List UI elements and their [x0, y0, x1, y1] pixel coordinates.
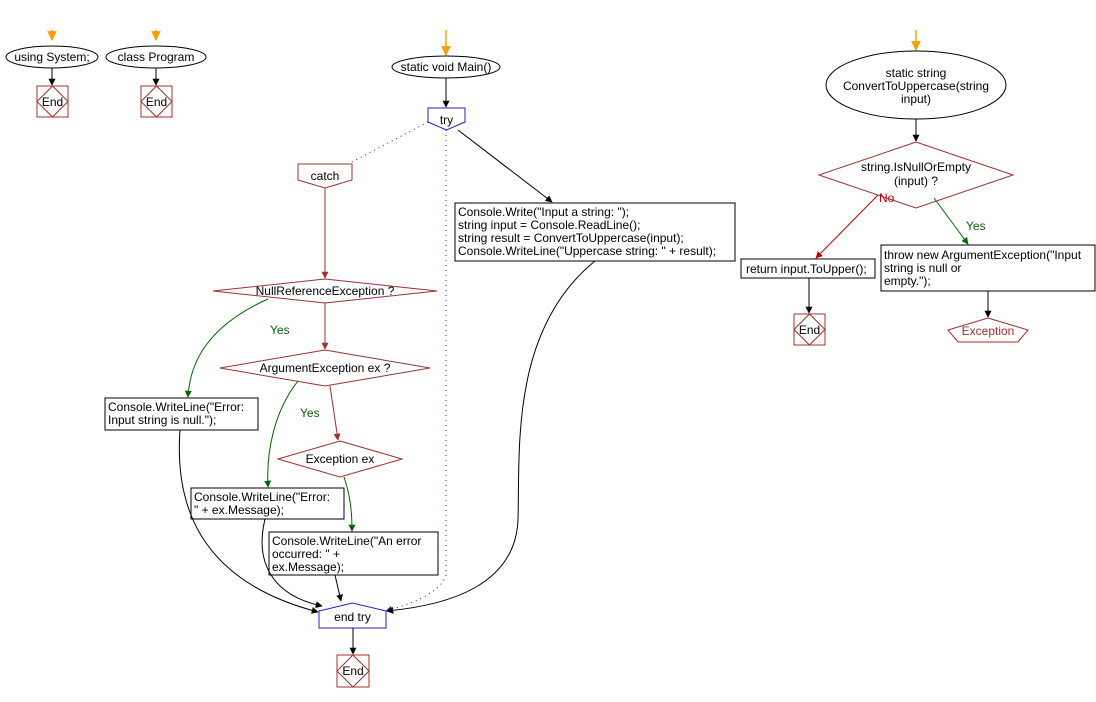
convert-label-3: input) — [901, 92, 931, 106]
exc-action-line-3: ex.Message); — [272, 560, 344, 574]
arrow-argexc-yes — [264, 380, 299, 488]
nullref-label: NullReferenceException ? — [256, 284, 395, 298]
end-node-class: End — [140, 85, 173, 118]
arrow-body-endtry — [386, 260, 596, 614]
nullref-action-line-2: Input string is null."); — [108, 413, 216, 427]
arrow-nullref-yes — [184, 298, 269, 398]
main-group: static void Main() try Console.Write("In… — [104, 30, 736, 688]
main-label: static void Main() — [401, 60, 492, 74]
try-body-line-2: string input = Console.ReadLine(); — [458, 218, 640, 232]
exc-decision — [276, 440, 404, 478]
arrow-exc-endtry — [334, 574, 343, 602]
argexc-decision — [219, 349, 431, 387]
end-try-label: end try — [334, 610, 371, 624]
dotted-try-catch — [349, 121, 429, 164]
arrow-decision-no — [815, 194, 879, 259]
try-body-line-4: Console.WriteLine("Uppercase string: " +… — [458, 244, 716, 258]
dotted-try-endtry — [385, 130, 447, 613]
nullorempty-decision — [817, 141, 1015, 209]
try-label: try — [440, 113, 453, 127]
try-body-box — [454, 202, 736, 262]
arrow-argexc-exc — [329, 385, 341, 441]
throw-line-3: empty."); — [884, 274, 931, 288]
try-body-line-3: string result = ConvertToUppercase(input… — [458, 231, 684, 245]
argexc-action-line-2: " + ex.Message); — [194, 503, 284, 517]
arrow-exc-action — [343, 476, 356, 532]
exception-node — [947, 317, 1029, 343]
end-label: End — [146, 95, 167, 109]
yes-label-nullref: Yes — [270, 323, 290, 337]
convert-label-1: static string — [886, 66, 947, 80]
nullref-action-line-1: Console.WriteLine("Error: — [108, 400, 244, 414]
throw-line-2: string is null or — [884, 261, 961, 275]
arrow-nullref-endtry — [178, 429, 319, 614]
return-box — [740, 258, 876, 279]
end-label: End — [799, 323, 820, 337]
arrow-try-body — [457, 129, 553, 203]
throw-line-1: throw new ArgumentException("Input — [884, 248, 1082, 262]
try-node — [427, 107, 466, 131]
end-node-main: End — [336, 654, 370, 688]
nullref-action-box — [104, 397, 259, 431]
yes-label-argexc: Yes — [300, 406, 320, 420]
using-system-label: using System; — [14, 50, 89, 64]
exception-label: Exception — [962, 324, 1015, 338]
end-try-node — [318, 602, 387, 629]
exc-action-line-2: occurred: " + — [272, 547, 340, 561]
throw-box — [880, 244, 1096, 292]
catch-node — [297, 163, 353, 189]
arrow-argexc-endtry — [261, 518, 323, 609]
exc-label: Exception ex — [306, 452, 375, 466]
end-label: End — [342, 664, 363, 678]
no-label: No — [879, 191, 895, 205]
decision-label-1: string.IsNullOrEmpty — [861, 160, 971, 174]
catch-label: catch — [311, 169, 340, 183]
try-body-line-1: Console.Write("Input a string: "); — [458, 205, 629, 219]
exc-action-line-1: Console.WriteLine("An error — [272, 534, 421, 548]
return-label: return input.ToUpper(); — [746, 262, 867, 276]
end-label: End — [42, 95, 63, 109]
convert-group: static string ConvertToUppercase(string … — [740, 30, 1096, 346]
using-system-group: using System; End — [5, 30, 99, 118]
end-node-convert: End — [793, 313, 826, 346]
arrow-decision-yes — [933, 197, 969, 245]
argexc-action-line-1: Console.WriteLine("Error: — [194, 490, 330, 504]
convert-label-2: ConvertToUppercase(string — [843, 79, 989, 93]
exc-action-box — [268, 531, 439, 576]
class-program-label: class Program — [118, 50, 195, 64]
argexc-action-box — [190, 487, 345, 520]
yes-label-convert: Yes — [966, 219, 986, 233]
decision-label-2: (input) ? — [894, 174, 938, 188]
class-program-group: class Program End — [105, 30, 207, 118]
end-node-using: End — [36, 85, 69, 118]
argexc-label: ArgumentException ex ? — [260, 361, 391, 375]
